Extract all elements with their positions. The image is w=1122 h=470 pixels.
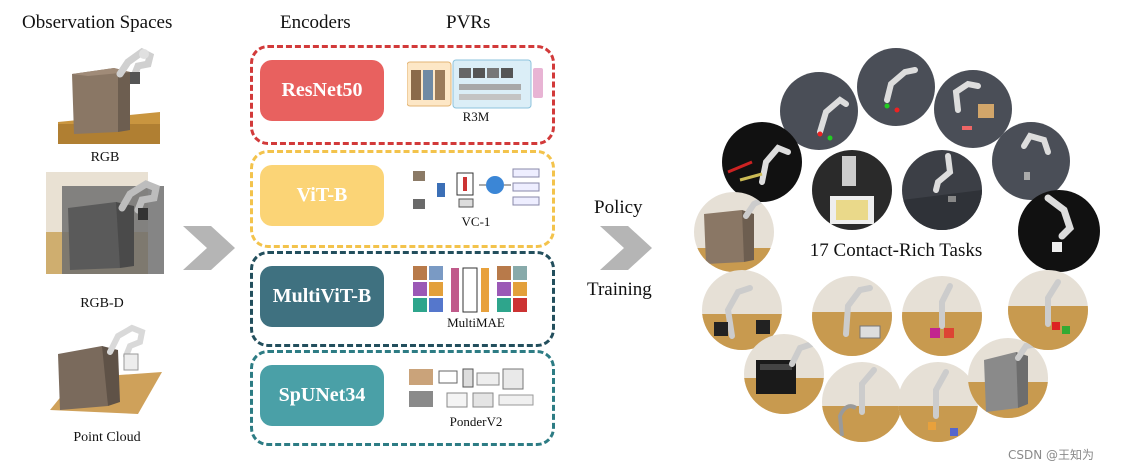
task-image: [812, 276, 892, 356]
ponderv2-pvr-diagram: [409, 368, 534, 408]
task-image: [992, 122, 1070, 200]
task-image: [968, 338, 1048, 418]
vit-b-encoder: ViT-B: [260, 165, 384, 226]
task-image: [694, 192, 774, 272]
policy-label: Policy: [594, 197, 643, 218]
encoder-group-multivit-b: MultiViT-B MultiMAE: [250, 251, 555, 347]
multimae-pvr-diagram: [413, 266, 527, 313]
task-image: [812, 150, 892, 230]
chevron-right-icon: [183, 226, 235, 270]
vc1-pvr-diagram: [413, 168, 540, 209]
task-image: [902, 276, 982, 356]
watermark: CSDN @王知为: [1008, 448, 1095, 462]
multivit-b-encoder: MultiViT-B: [260, 266, 384, 327]
point-cloud-label: Point Cloud: [73, 430, 141, 445]
encoders-header: Encoders: [280, 12, 351, 33]
observation-spaces-header: Observation Spaces: [22, 12, 173, 33]
encoder-group-spunet34: SpUNet34 PonderV2: [250, 350, 555, 446]
task-image: [898, 362, 978, 442]
tasks-title: 17 Contact-Rich Tasks: [809, 240, 983, 261]
rgbd-label: RGB-D: [80, 296, 124, 311]
multimae-label: MultiMAE: [447, 315, 505, 330]
task-image: [1008, 270, 1088, 350]
task-image: [822, 362, 902, 442]
resnet50-encoder: ResNet50: [260, 60, 384, 121]
rgb-observation-image: [58, 42, 160, 144]
vc1-label: VC-1: [461, 214, 491, 229]
r3m-label: R3M: [462, 109, 490, 124]
rgbd-observation-image: [46, 172, 164, 274]
chevron-right-icon: [600, 226, 652, 270]
rgb-label: RGB: [90, 150, 120, 165]
encoder-group-vit-b: ViT-B VC-1: [250, 150, 555, 248]
ponderv2-label: PonderV2: [449, 414, 503, 429]
r3m-pvr-diagram: [407, 59, 543, 109]
point-cloud-observation-image: [46, 314, 166, 424]
task-image: [744, 334, 824, 414]
task-image: [1018, 190, 1100, 272]
task-image: [934, 70, 1012, 148]
pvrs-header: PVRs: [446, 12, 491, 33]
encoder-group-resnet50: ResNet50 R3M: [250, 45, 555, 145]
task-image: [857, 48, 935, 126]
spunet34-encoder: SpUNet34: [260, 365, 384, 426]
task-image: [902, 150, 982, 230]
training-label: Training: [587, 279, 652, 300]
task-image: [722, 122, 802, 202]
